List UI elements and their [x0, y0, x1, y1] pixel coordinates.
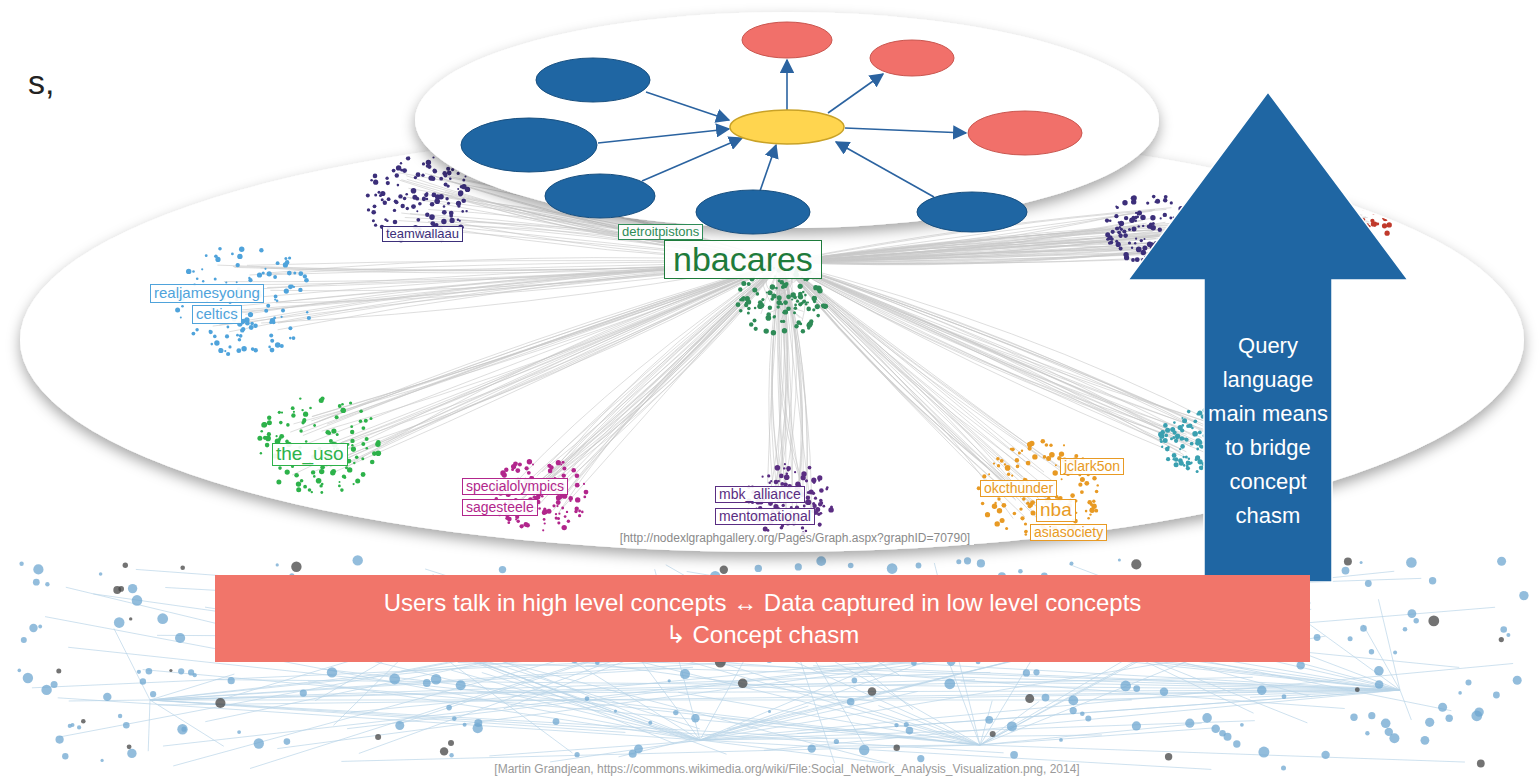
arrow-polygon: [1128, 92, 1408, 582]
cut-text: s,: [28, 64, 54, 101]
up-arrow-callout: Query language main means to bridge conc…: [1128, 92, 1408, 582]
network-label: mentomational: [715, 508, 815, 525]
network-label: sagesteele: [462, 499, 538, 516]
callout-text: Query language main means to bridge conc…: [1198, 329, 1338, 534]
network-label: nba: [1036, 499, 1076, 522]
note-text: Users talk in high level concepts ↔ Data…: [231, 587, 1294, 618]
graph-nodes: [461, 22, 1082, 234]
network-label: asiasociety: [1030, 524, 1107, 541]
network-hub-label: nbacares: [664, 240, 822, 279]
source-citation: [http://nodexlgraphgallery.org/Pages/Gra…: [616, 532, 974, 545]
background-links: [32, 563, 1513, 769]
network-label: realjamesyoung: [150, 284, 264, 303]
network-label: celtics: [192, 305, 242, 324]
source-citation: [Martin Grandjean, https://commons.wikim…: [490, 763, 1083, 776]
network-label: the_uso: [272, 443, 348, 466]
note-box: Users talk in high level concepts ↔ Data…: [215, 575, 1310, 662]
network-label: mbk_alliance: [715, 486, 805, 503]
graph-arrows: [598, 60, 966, 197]
network-label: teamwallaau: [382, 226, 463, 242]
network-label: detroitpistons: [618, 224, 703, 240]
background-dots: [18, 555, 1529, 770]
network-label: jclark5on: [1060, 458, 1124, 475]
note-text: ↳ Concept chasm: [231, 619, 1294, 650]
network-label: specialolympics: [462, 478, 568, 495]
network-label: okcthunder: [980, 480, 1057, 497]
